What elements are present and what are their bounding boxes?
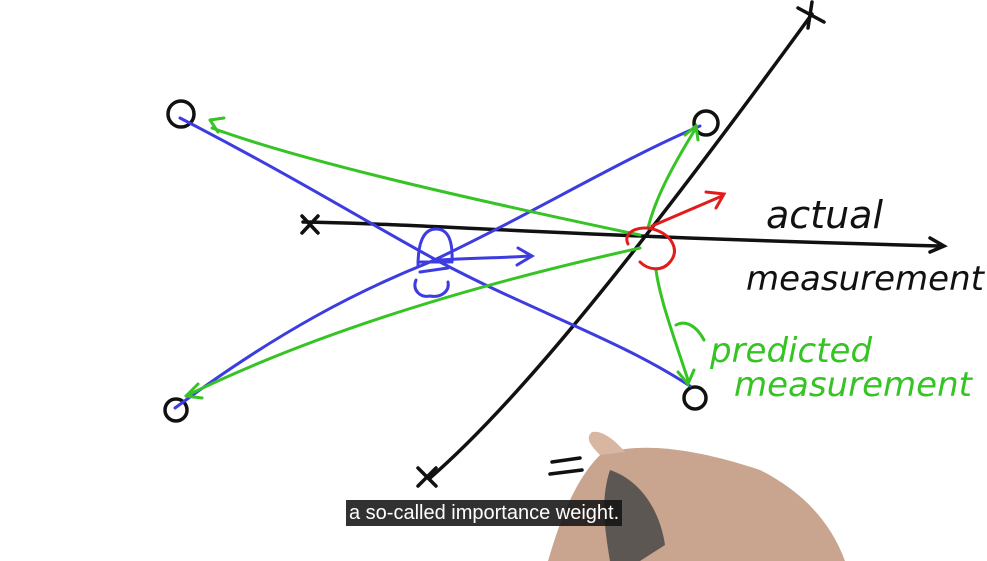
- landmark-bottom-left: [163, 397, 189, 423]
- label-actual: actual: [766, 193, 883, 237]
- handwritten-labels: actual measurement predicted measurement: [709, 193, 986, 405]
- blue-measurement-lines: [173, 116, 702, 410]
- landmark-top-right: [692, 109, 720, 137]
- coordinate-axes: [300, 0, 948, 488]
- label-predicted: predicted: [709, 331, 872, 371]
- green-predicted-lines: [184, 116, 706, 400]
- hand-with-marker: [548, 431, 845, 561]
- label-predicted-measurement: measurement: [734, 365, 974, 405]
- video-caption: a so-called importance weight.: [346, 500, 623, 526]
- landmark-bottom-right: [682, 385, 708, 411]
- landmark-circles: [163, 99, 720, 423]
- partial-writing: [548, 456, 584, 476]
- label-actual-measurement: measurement: [746, 259, 986, 299]
- robot-pose: [625, 190, 727, 271]
- landmark-top-left: [166, 99, 196, 129]
